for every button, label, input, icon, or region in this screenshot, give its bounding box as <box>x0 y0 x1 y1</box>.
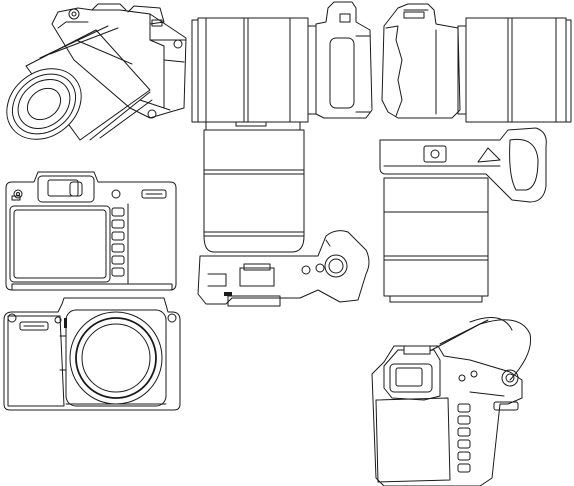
camera-body-side <box>315 1 373 119</box>
brand-badge <box>141 189 167 199</box>
camera-bottom-plate <box>379 127 547 203</box>
view-iso-front-left <box>6 3 187 141</box>
lcd-screen <box>9 205 111 283</box>
lens-mount <box>64 309 167 407</box>
view-iso-rear-right <box>371 317 532 486</box>
lens-barrel <box>203 121 305 253</box>
lens-barrel <box>457 17 572 123</box>
lens-barrel <box>191 17 317 123</box>
view-back <box>5 171 177 291</box>
view-side-right-with-lens <box>381 3 572 123</box>
viewfinder-eyepiece <box>383 345 441 401</box>
lens-barrel <box>383 177 489 303</box>
side-buttons <box>457 403 471 473</box>
view-top-lens-up <box>197 121 370 307</box>
side-buttons <box>111 207 125 277</box>
lens-front-element <box>6 68 82 140</box>
brand-badge <box>493 401 519 411</box>
view-side-left-with-lens <box>191 1 373 123</box>
lcd-screen <box>375 397 451 483</box>
brand-badge <box>19 321 49 331</box>
viewfinder-eyepiece <box>37 175 95 203</box>
view-front-no-lens <box>3 297 181 411</box>
lens-rear-barrel <box>427 317 532 381</box>
view-bottom-lens-up <box>379 127 547 303</box>
camera-body-grip-side <box>381 3 461 119</box>
camera-top-plate <box>197 230 370 307</box>
